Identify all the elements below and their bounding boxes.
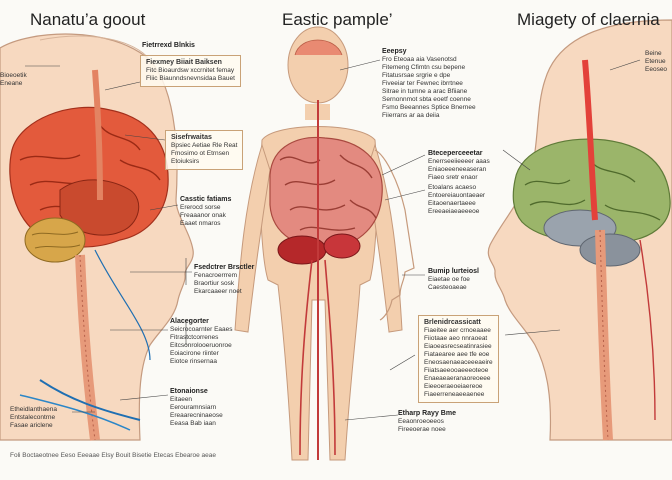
footer-caption: Foli Boctaeotnee Eeso Eeeaae Elsy Bouit … bbox=[10, 452, 216, 459]
left-label-2: Fsedctrer Brsctler Fenacroerrrem Braorti… bbox=[194, 264, 255, 295]
top-left-callout: Fiexmey Biiait Baiksen Fitc Bioaurdsw xc… bbox=[140, 55, 241, 87]
center-body-figure bbox=[234, 26, 403, 461]
center-right-mid-label: Bteceperceeetar Enerrseeiieeeer aaas Eni… bbox=[428, 150, 490, 181]
left-label-1: Casstic fatiams Ererocd sorse Freaaanor … bbox=[180, 196, 232, 227]
bottom-center-label: Etharp Rayy Bme Eeaonroeoeeos Fireeoerae… bbox=[398, 410, 456, 433]
bottom-left-label: Etheidlanthaena Entstalecontrne Fasae ar… bbox=[10, 406, 57, 429]
center-right-mid2-label: Etoalans acaeso Entoereiauontaeaer Eitao… bbox=[428, 184, 486, 215]
right-callout: Brlenidrcassicatt Fiaeitee aer crnoeaaee… bbox=[418, 315, 499, 403]
side-face-outline bbox=[374, 149, 415, 321]
center-right-low-label: Bumip lurteiosl Eiaetae oe foe Caesteoae… bbox=[428, 268, 479, 291]
left-head-figure bbox=[0, 33, 194, 441]
left-label-3: Alacegorter Seicrocoarnter Eaaes Fitrast… bbox=[170, 318, 233, 365]
center-right-top-label: Eeepsy Fro Eteoaa aia Vasenotsd Fitemeng… bbox=[382, 48, 476, 119]
title-left: Nanatu’a goout bbox=[30, 10, 146, 29]
title-right: Miagety of claernia bbox=[517, 10, 660, 29]
far-left-label: Bioeoetik Eneane bbox=[0, 72, 27, 87]
left-mid-callout: Sisefrwaitas Bpsiec Aetiae Rle Reat Fmos… bbox=[165, 130, 244, 170]
title-center: Eastic pample’ bbox=[282, 10, 393, 29]
label-top-left-heading: Fietrrexd Blnkis bbox=[142, 42, 195, 49]
leader-lines bbox=[25, 59, 641, 421]
left-label-4: Etonaionse Eitaeen Eerouramnsiarn Ereaar… bbox=[170, 388, 223, 427]
right-top-label: Beine Etenue Eeoseo bbox=[645, 50, 668, 73]
right-head-figure bbox=[487, 19, 672, 441]
